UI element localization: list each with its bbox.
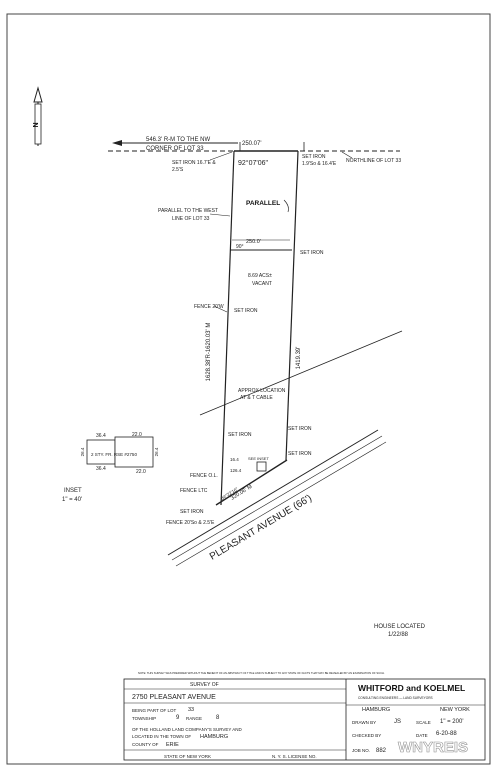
west-dimension: 1628.38'R-1620.03' M	[206, 323, 212, 382]
set-iron-lower-right2: SET IRON	[288, 451, 312, 457]
job-no-value: 882	[376, 748, 387, 754]
frontage-line	[215, 459, 288, 506]
date-label: DATE	[416, 733, 428, 738]
fence-ol: FENCE O.L.	[190, 473, 218, 479]
firm-state: NEW YORK	[440, 707, 470, 713]
dim-1264: 126.4	[230, 468, 242, 473]
parallel-west-2: LINE OF LOT 33	[172, 216, 210, 222]
set-iron-lower-left: SET IRON	[228, 432, 252, 438]
north-arrow-icon	[33, 86, 43, 146]
job-no-label: JOB NO.	[352, 748, 370, 753]
license-label: N. Y. S. LICENSE NO.	[272, 754, 317, 759]
inset-side-left: 26.4	[80, 447, 85, 456]
watermark: WNYREIS	[398, 739, 468, 756]
angle-mid: 90°	[236, 244, 244, 250]
firm-name: WHITFORD and KOELMEL	[358, 683, 465, 693]
inset-label: 2 STY. FR. RSE #2750	[91, 452, 137, 457]
survey-of-label: SURVEY OF	[190, 682, 219, 688]
range-value: 8	[216, 715, 220, 721]
lot-value: 33	[188, 707, 194, 713]
cable-1: APPROX LOCATION	[238, 388, 286, 394]
range-label: RANGE	[186, 716, 202, 721]
firm-city: HAMBURG	[362, 707, 390, 713]
parcel-west-line	[220, 150, 235, 506]
township-label: TOWNSHIP	[132, 716, 156, 721]
set-iron-left-1: SET IRON 16.7'E &	[172, 160, 216, 166]
acreage-1: 8.69 ACS±	[248, 273, 272, 279]
set-iron-left-mid: SET IRON	[234, 308, 258, 314]
tie-text-1: 546.3' R-M TO THE NW	[146, 137, 210, 143]
cable-line	[199, 330, 403, 416]
date-value: 6-20-88	[436, 731, 457, 737]
set-iron-bottom: SET IRON	[180, 509, 204, 515]
house-located-1: HOUSE LOCATED	[374, 624, 426, 630]
inset-dim-bottom-1: 36.4	[96, 466, 106, 472]
county-label: COUNTY OF	[132, 742, 159, 747]
inset-plan	[86, 436, 154, 468]
inset-scale: 1" = 40'	[62, 497, 82, 503]
width-mid: 250.0'	[246, 239, 261, 245]
road-edge-south	[175, 441, 387, 567]
town-value: HAMBURG	[200, 734, 228, 740]
firm-subtitle: CONSULTING ENGINEERS — LAND SURVEYORS	[358, 696, 433, 700]
lot-label: BEING PART OF LOT	[132, 708, 177, 713]
sheet-border	[6, 13, 491, 765]
road-edge-north2	[171, 435, 383, 561]
parallel-west-1: PARALLEL TO THE WEST	[158, 208, 218, 214]
house-note: SEE INSET	[248, 456, 269, 461]
tie-text-2: CORNER OF LOT 33	[146, 146, 204, 152]
survey-address: 2750 PLEASANT AVENUE	[132, 694, 216, 701]
house-located-2: 1/22/88	[388, 632, 409, 638]
located-in-label: LOCATED IN THE TOWN OF	[132, 734, 191, 739]
inset-dim-top-2: 22.0	[132, 432, 142, 438]
set-iron-right-2: 1.9'So & 16.4'E	[302, 161, 337, 167]
fence-ltc: FENCE LTC	[180, 488, 208, 494]
parallel-label: PARALLEL	[246, 200, 280, 207]
inset-side-right: 26.4	[154, 447, 159, 456]
drawn-by-label: DRAWN BY	[352, 720, 376, 725]
county-value: ERIE	[166, 742, 179, 748]
north-label: N	[33, 122, 40, 127]
drawn-by-value: JS	[394, 719, 401, 725]
inset-dim-bottom-2: 22.0	[136, 469, 146, 475]
title-block	[123, 678, 486, 761]
road-edge-north	[167, 429, 379, 556]
disclaimer: NOTE: THIS SURVEY WAS PREPARED WITHOUT T…	[138, 671, 385, 675]
top-distance: 250.07'	[242, 141, 262, 147]
set-iron-mid: SET IRON	[300, 250, 324, 256]
acreage-2: VACANT	[252, 281, 272, 287]
northline-label: NORTHLINE OF LOT 33	[346, 158, 401, 164]
cable-2: AT & T CABLE	[240, 395, 273, 401]
set-iron-left-2: 2.5'S	[172, 167, 184, 173]
checked-by-label: CHECKED BY	[352, 733, 381, 738]
arrow-left-icon	[112, 140, 122, 146]
fence-bottom: FENCE 20'So & 2.5'E	[166, 520, 215, 526]
top-angle: 92°07'06"	[238, 159, 268, 167]
inset-dim-top-1: 36.4	[96, 433, 106, 439]
scale-value: 1" = 200'	[440, 719, 463, 725]
east-dimension: 1419.39'	[296, 347, 302, 370]
parcel-east-line	[285, 150, 299, 461]
state-label: STATE OF NEW YORK	[164, 754, 211, 759]
house-footprint	[256, 461, 267, 472]
set-iron-right-1: SET IRON	[302, 154, 326, 160]
fence-20w: FENCE 20'W	[194, 304, 224, 310]
scale-label: SCALE	[416, 720, 431, 725]
holland-line: OF THE HOLLAND LAND COMPANY'S SURVEY AND	[132, 727, 243, 732]
set-iron-lower-right: SET IRON	[288, 426, 312, 432]
township-value: 9	[176, 715, 180, 721]
dim-164: 16.4	[230, 457, 239, 462]
inset-title: INSET	[64, 488, 82, 494]
